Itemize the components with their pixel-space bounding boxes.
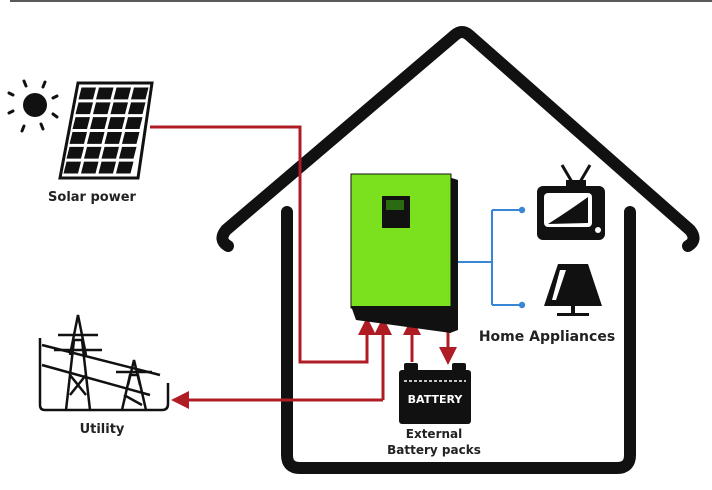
power-lines [150,125,457,409]
solar-cell [90,117,108,129]
external-label: External [406,427,462,441]
solar-cell [87,132,105,144]
home-appliances-label: Home Appliances [479,329,615,345]
solar-cell [101,146,119,159]
solar-panel-icon [58,81,154,180]
solar-cell [131,87,149,100]
utility-label: Utility [80,422,125,437]
sun-icon [7,79,59,133]
solar-cell [110,102,128,115]
battery-packs-label: Battery packs [387,443,481,457]
inverter-icon [350,173,458,333]
solar-cell [63,161,81,174]
solar-cell [75,102,93,115]
solar-cell [128,102,146,115]
solar-cell [122,132,140,144]
solar-cell [113,87,131,100]
power-tower-icon [38,314,170,412]
solar-cell [69,132,87,144]
solar-cell [72,117,90,129]
solar-cell [81,161,99,174]
solar-cell [78,87,96,100]
solar-cell [119,146,137,159]
solar-power-label: Solar power [48,190,137,205]
battery-icon: BATTERY [399,363,471,424]
solar-cell [116,161,134,174]
solar-cell [125,117,143,129]
solar-cell [107,117,125,129]
solar-cell [93,102,111,115]
tv-icon [537,164,605,240]
house-outline [216,26,700,474]
solar-cell [98,161,116,174]
solar-cell [84,146,102,159]
solar-to-inverter-line [150,125,376,364]
lamp-icon [544,264,602,316]
output-lines [458,206,526,309]
battery-label: BATTERY [408,393,464,406]
solar-cell [104,132,122,144]
solar-cell [66,146,84,159]
solar-cell [96,87,114,100]
